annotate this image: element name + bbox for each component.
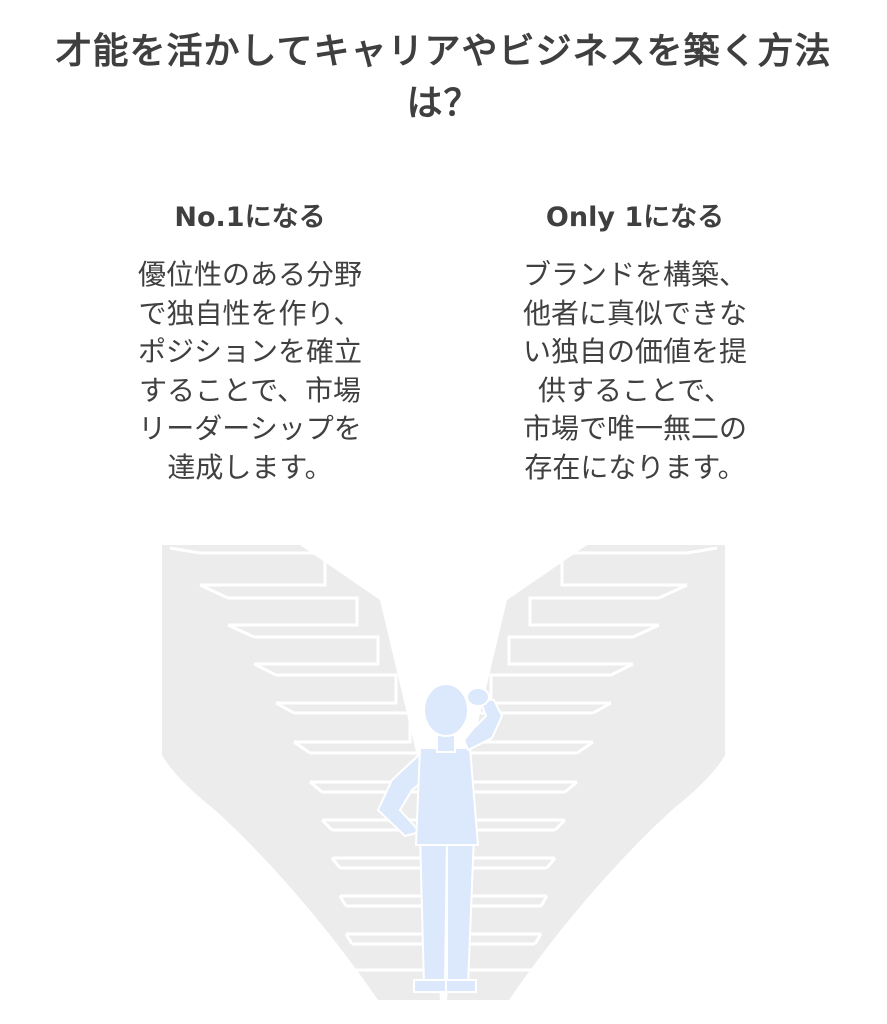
no1-heading: No.1になる [174,202,326,233]
only1-description: ブランドを構築、 他者に真似できな い独自の価値を提 供することで、 市場で唯一… [522,258,747,484]
thinking-person-illustration [376,683,504,993]
page-title: 才能を活かしてキャリアやビジネスを築く方法は？ [55,31,832,124]
left-staircase-illustration [162,545,444,1000]
no1-description: 優位性のある分野 で独自性を作り、 ポジションを確立 することで、市場 リーダー… [137,258,362,484]
right-staircase-illustration [443,545,725,1000]
only1-heading: Only 1になる [545,202,725,233]
